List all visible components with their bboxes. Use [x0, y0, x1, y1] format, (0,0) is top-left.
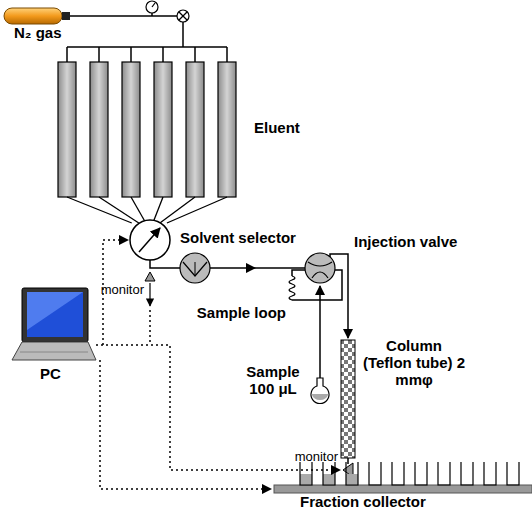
gas-branch	[130, 47, 132, 62]
pump	[180, 253, 210, 283]
gas-line	[182, 22, 184, 47]
part-label: Sample loop	[190, 305, 286, 322]
collection-tube	[323, 462, 335, 485]
sample-flask	[311, 378, 329, 403]
part-label: Column (Teflon tube) 2 mmφ	[362, 338, 466, 388]
sample-loop-coil	[289, 270, 320, 300]
flow-line	[255, 267, 305, 269]
gas-valve	[177, 10, 189, 22]
collection-tube	[461, 462, 473, 485]
eluent-bottle	[218, 62, 236, 197]
part-label: Eluent	[254, 120, 324, 137]
gas-line	[70, 15, 177, 17]
eluent-bottle	[122, 62, 140, 197]
eluent-feed	[67, 197, 132, 223]
part-label: Injection valve	[354, 234, 484, 251]
eluent-feed	[167, 197, 227, 223]
gas-manifold	[67, 46, 227, 48]
gas-branch	[66, 47, 68, 62]
laptop-pc	[12, 288, 96, 360]
injection-valve	[305, 253, 335, 283]
monitor-signal	[149, 283, 150, 306]
collection-tube	[438, 462, 450, 485]
collection-tubes	[300, 462, 519, 485]
pressure-gauge	[146, 1, 158, 16]
eluent-bottle	[58, 62, 76, 197]
eluent-feed	[131, 197, 146, 223]
flow-line	[330, 254, 348, 338]
gas-branch	[194, 47, 196, 62]
sample-label: Sample 100 μL	[238, 364, 308, 398]
monitor-label: monitor	[86, 283, 144, 298]
eluent-bottle	[90, 62, 108, 197]
eluent-bottle	[154, 62, 172, 197]
flow-line	[150, 260, 180, 268]
collection-tube	[392, 462, 404, 485]
eluent-reservoirs	[58, 47, 236, 197]
gas-branch	[226, 47, 228, 62]
control-lines	[96, 240, 340, 489]
fraction-collector-rack	[274, 485, 532, 493]
part-label: Fraction collector	[300, 494, 470, 511]
collection-tube	[484, 462, 496, 485]
gas-label: N₂ gas	[14, 25, 94, 42]
flow-line	[347, 458, 349, 464]
flow-line	[210, 267, 255, 269]
collection-tube	[415, 462, 427, 485]
collection-tube	[507, 462, 519, 485]
monitor-sensor	[145, 272, 155, 281]
bypass-line	[320, 270, 342, 300]
gas-branch	[98, 47, 100, 62]
solvent-selector-valve	[130, 220, 170, 260]
gas-cylinder	[4, 8, 70, 24]
part-label: PC	[40, 366, 80, 383]
eluent-lines	[67, 197, 227, 223]
column-tube	[341, 340, 355, 458]
collection-tube	[346, 462, 358, 485]
gas-branch	[162, 47, 164, 62]
collection-tube	[300, 462, 312, 485]
collection-tube	[369, 462, 381, 485]
monitor-label: monitor	[280, 450, 338, 465]
part-label: Solvent selector	[180, 230, 320, 247]
eluent-feed	[153, 197, 163, 223]
eluent-bottle	[186, 62, 204, 197]
